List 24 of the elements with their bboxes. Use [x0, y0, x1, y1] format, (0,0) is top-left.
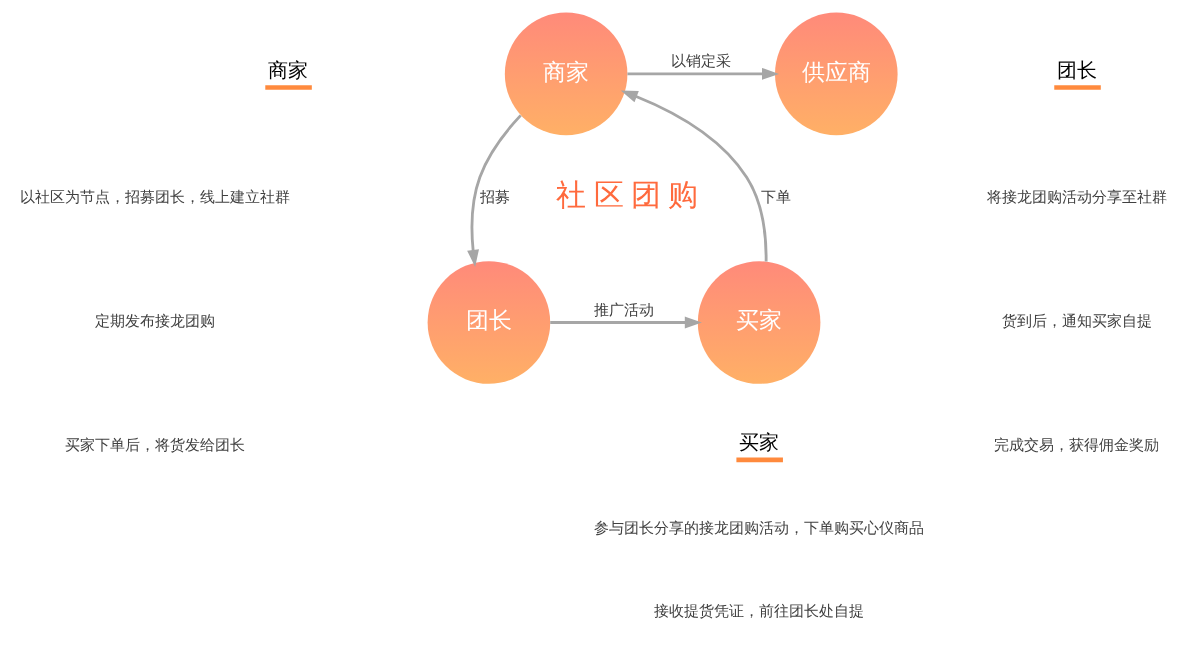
label: 完成交易，获得佣金奖励: [994, 436, 1160, 454]
label: 以社区为节点，招募团长，线上建立社群: [20, 188, 291, 206]
arrow: [467, 114, 522, 267]
arrow: [550, 316, 702, 329]
edge-label: 推广活动: [594, 301, 655, 319]
label: 商家: [267, 58, 308, 81]
label: 团长: [1056, 58, 1097, 81]
label: 买家下单后，将货发给团长: [65, 436, 246, 454]
label: 买家: [738, 430, 779, 453]
edge-label: 以销定采: [671, 52, 732, 70]
label: 社 区 团 购: [556, 179, 699, 212]
arrow: [627, 67, 780, 80]
node-circle: 供应商: [775, 12, 898, 136]
label: 货到后，通知买家自提: [1001, 312, 1152, 330]
arrow: [620, 90, 768, 262]
node-circle: 买家: [697, 261, 821, 384]
label: 接收提货凭证，前往团长处自提: [654, 601, 865, 619]
edge-label: 下单: [761, 188, 792, 206]
node-circle: 商家: [504, 12, 628, 136]
label: 定期发布接龙团购: [95, 312, 216, 330]
edge-label: 招募: [479, 188, 510, 206]
node-circle: 团长: [427, 261, 551, 384]
label: 将接龙团购活动分享至社群: [986, 188, 1167, 206]
label: 参与团长分享的接龙团购活动，下单购买心仪商品: [594, 518, 925, 536]
